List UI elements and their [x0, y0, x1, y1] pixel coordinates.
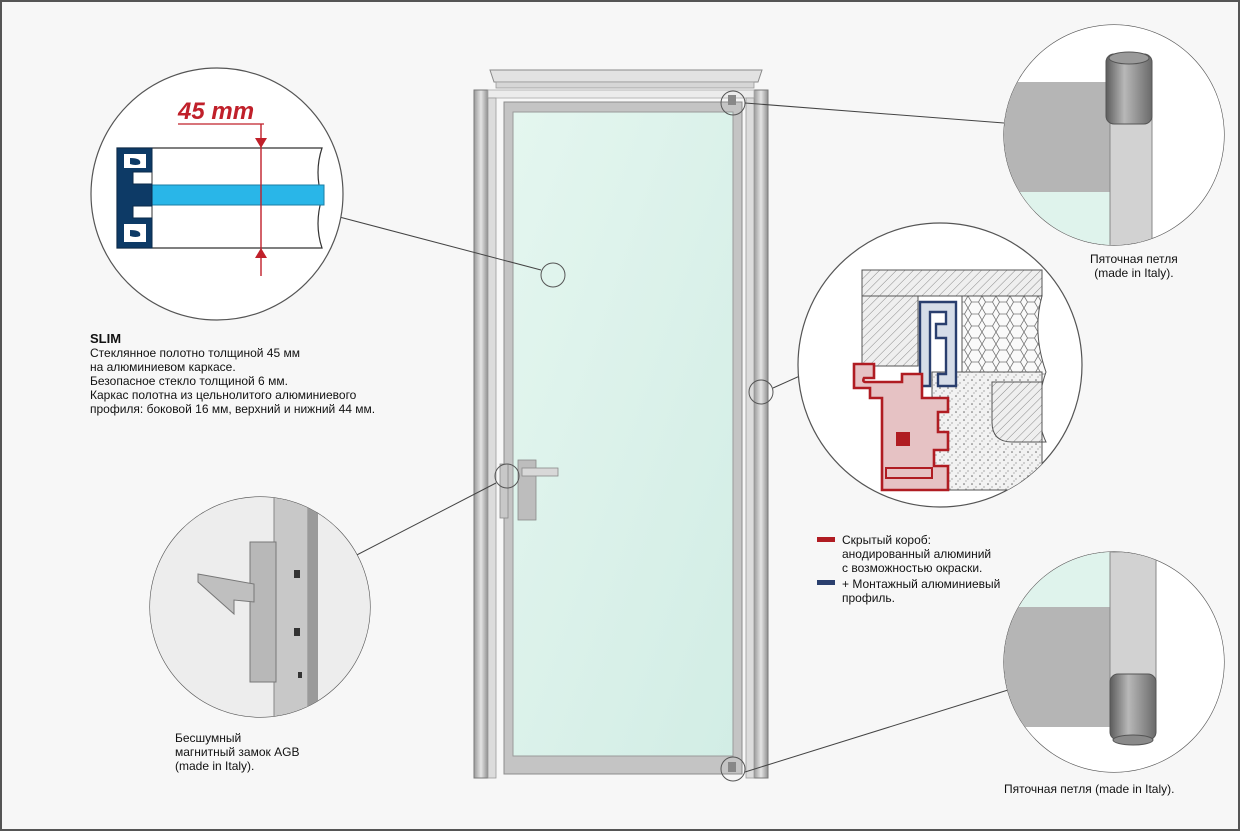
slim-line: на алюминиевом каркасе.	[90, 360, 236, 374]
detail-box-section	[797, 222, 1083, 508]
lock-caption-line: (made in Italy).	[175, 759, 255, 773]
lock-caption: Бесшумный магнитный замок AGB (made in I…	[175, 731, 299, 773]
legend-item-mount: + Монтажный алюминиевый профиль.	[842, 577, 1000, 605]
legend-line: анодированный алюминий	[842, 547, 992, 561]
callout-marker-glass	[540, 262, 566, 288]
hinge-bottom-caption: Пяточная петля (made in Italy).	[1004, 782, 1175, 796]
detail-hinge-top	[1003, 24, 1225, 246]
dimension-label: 45 mm	[177, 98, 254, 125]
legend-line: + Монтажный алюминиевый	[842, 577, 1001, 591]
callout-marker-box	[748, 379, 774, 405]
leader-lines	[327, 102, 1009, 773]
detail-glass-section: 45 mm	[90, 67, 344, 321]
detail-hinge-bottom	[1003, 551, 1225, 773]
slim-description: SLIM Стеклянное полотно толщиной 45 мм н…	[90, 331, 376, 417]
legend-line: Скрытый короб:	[842, 533, 931, 547]
hinge-top-caption-line: (made in Italy).	[1094, 266, 1174, 280]
lock-caption-line: магнитный замок AGB	[175, 745, 300, 759]
legend-item-box: Скрытый короб: анодированный алюминий с …	[842, 533, 991, 575]
slim-title: SLIM	[90, 331, 122, 346]
legend-line: с возможностью окраски.	[842, 561, 983, 575]
slim-line: Стеклянное полотно толщиной 45 мм	[90, 346, 300, 360]
legend-swatch-blue	[817, 580, 835, 585]
slim-line: профиля: боковой 16 мм, верхний и нижний…	[90, 402, 376, 416]
detail-lock	[149, 496, 371, 718]
lock-caption-line: Бесшумный	[175, 731, 242, 745]
door-illustration	[473, 69, 769, 779]
hinge-top-caption: Пяточная петля (made in Italy).	[1090, 252, 1178, 280]
slim-line: Безопасное стекло толщиной 6 мм.	[90, 374, 288, 388]
hinge-top-caption-line: Пяточная петля	[1090, 252, 1178, 266]
legend-swatch-red	[817, 537, 835, 542]
slim-line: Каркас полотна из цельнолитого алюминиев…	[90, 388, 357, 402]
callout-marker-hinge-bottom	[720, 756, 746, 782]
callout-marker-lock	[494, 463, 520, 489]
legend-line: профиль.	[842, 591, 896, 605]
